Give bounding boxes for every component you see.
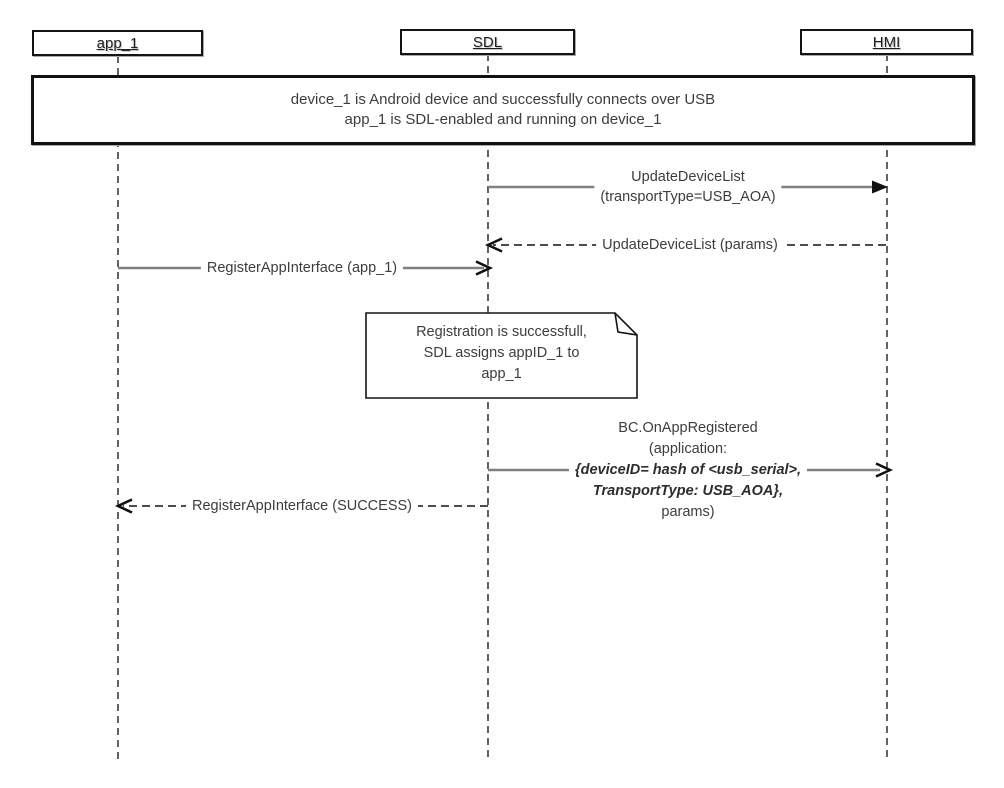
note-line-1: Registration is successfull,: [416, 324, 587, 340]
note-outline: [365, 312, 638, 399]
precondition-line-1: device_1 is Android device and successfu…: [290, 91, 716, 108]
message-label-registerappinterface: RegisterAppInterface (app_1): [200, 260, 404, 277]
message-label-line: TransportType: USB_AOA},: [592, 483, 784, 499]
message-label-line: UpdateDeviceList: [631, 169, 745, 185]
precondition-box: device_1 is Android device and successfu…: [31, 75, 975, 145]
note-box: Registration is successfull, SDL assigns…: [365, 312, 638, 399]
precondition-line-2: app_1 is SDL-enabled and running on devi…: [344, 111, 662, 128]
actor-hmi-label: HMI: [872, 33, 901, 51]
message-label-line: (application:: [648, 441, 728, 457]
actor-app-1-label: app_1: [96, 34, 139, 52]
note-fold-icon: [614, 312, 638, 336]
note-line-3: app_1: [481, 366, 522, 382]
message-label-line: (transportType=USB_AOA): [600, 189, 776, 205]
message-label-line: {deviceID= hash of <usb_serial>,: [574, 462, 802, 478]
message-label-updatedevicelist: UpdateDeviceList (transportType=USB_AOA): [594, 167, 782, 207]
arrowhead-right-open-icon: [475, 260, 494, 276]
note-line-2: SDL assigns appID_1 to: [423, 345, 580, 361]
arrowhead-right-open-icon: [875, 462, 894, 478]
message-label-line: params): [661, 504, 715, 520]
message-label-registerappinterface-success: RegisterAppInterface (SUCCESS): [186, 498, 418, 515]
message-label-line: BC.OnAppRegistered: [618, 420, 758, 436]
arrowhead-right-filled-icon: [872, 180, 888, 194]
actor-sdl: SDL: [400, 29, 575, 55]
actor-app-1: app_1: [32, 30, 203, 56]
message-label-bc-onappregistered: BC.OnAppRegistered (application: {device…: [568, 418, 808, 523]
arrowhead-left-open-icon: [484, 237, 503, 253]
note-shape: [365, 312, 638, 399]
actor-hmi: HMI: [800, 29, 973, 55]
arrowhead-left-open-icon: [114, 498, 133, 514]
actor-sdl-label: SDL: [472, 33, 503, 51]
message-label-updatedevicelist-params: UpdateDeviceList (params): [596, 237, 784, 254]
